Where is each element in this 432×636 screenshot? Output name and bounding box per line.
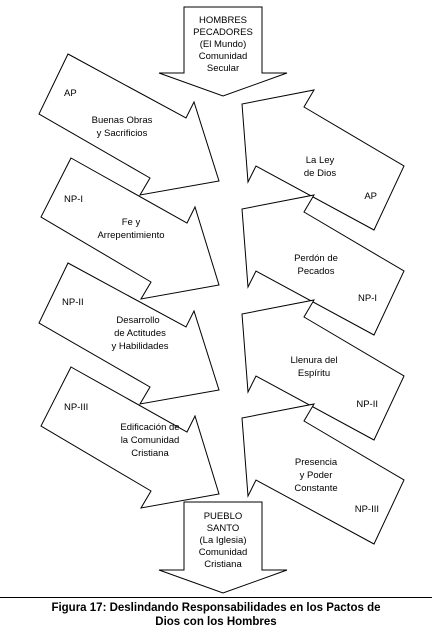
right-arrow-np1-shape: [241, 194, 405, 336]
right-arrow-ap-tag: AP: [364, 191, 377, 202]
right-arrow-np3-line-1: Presencia: [295, 457, 338, 468]
bottom-arrow-shape: [158, 501, 288, 594]
left-arrow-np3-line-3: Cristiana: [131, 448, 169, 459]
bottom-arrow-line-5: Cristiana: [204, 559, 242, 570]
right-arrow-np3-shape: [241, 403, 405, 545]
right-arrow-ap-line-2: de Dios: [304, 168, 336, 179]
left-arrow-ap-line-1: Buenas Obras: [92, 115, 153, 126]
left-arrow-ap-tag: AP: [64, 88, 77, 99]
left-arrow-np2-line-2: de Actitudes: [114, 328, 166, 339]
left-arrow-np2-tag: NP-II: [62, 297, 84, 308]
left-arrow-np1-tag: NP-I: [64, 194, 83, 205]
left-arrow-np1: NP-I Fe y Arrepentimiento: [40, 157, 220, 300]
caption-line-2: Dios con los Hombres: [155, 616, 277, 628]
left-arrow-np3-line-2: la Comunidad: [121, 435, 180, 446]
caption-divider: [0, 597, 432, 598]
left-arrow-np2-line-1: Desarrollo: [116, 315, 159, 326]
bottom-arrow-line-2: SANTO: [207, 523, 240, 534]
right-arrow-np2-shape: [241, 299, 405, 441]
top-arrow-line-3: (El Mundo): [200, 39, 246, 50]
right-arrow-ap: La Ley de Dios AP: [241, 89, 405, 231]
top-arrow-line-2: PECADORES: [193, 27, 253, 38]
left-arrow-np3-shape: [40, 366, 220, 509]
bottom-arrow-line-3: (La Iglesia): [200, 535, 247, 546]
left-arrow-np3-tag: NP-III: [64, 402, 88, 413]
right-arrow-np1-tag: NP-I: [358, 293, 377, 304]
right-arrow-np1-line-1: Perdón de: [294, 253, 338, 264]
right-arrow-np2-line-2: Espíritu: [298, 368, 330, 379]
right-arrow-np3-tag: NP-III: [355, 504, 379, 515]
left-arrow-np2: NP-II Desarrollo de Actitudes y Habilida…: [38, 262, 220, 405]
top-arrow-shape: [158, 6, 288, 97]
left-arrow-np1-line-2: Arrepentimiento: [97, 230, 164, 241]
right-arrow-np1: Perdón de Pecados NP-I: [241, 194, 405, 336]
left-arrow-ap-shape: [38, 53, 220, 196]
right-arrow-ap-line-1: La Ley: [306, 155, 335, 166]
top-arrow-line-1: HOMBRES: [199, 15, 247, 26]
left-arrow-np3-line-1: Edificación de: [120, 422, 179, 433]
left-arrow-np1-line-1: Fe y: [122, 217, 141, 228]
right-arrow-np2: Llenura del Espíritu NP-II: [241, 299, 405, 441]
right-arrow-np3: Presencia y Poder Constante NP-III: [241, 403, 405, 545]
left-arrow-ap: AP Buenas Obras y Sacrificios: [38, 53, 220, 196]
right-arrow-np2-tag: NP-II: [356, 399, 378, 410]
top-arrow-line-4: Comunidad: [199, 51, 248, 62]
figure-caption: Figura 17: Deslindando Responsabilidades…: [0, 601, 432, 629]
right-arrow-np2-line-1: Llenura del: [290, 355, 337, 366]
left-arrow-np2-line-3: y Habilidades: [111, 341, 168, 352]
top-arrow-line-5: Secular: [207, 63, 239, 74]
caption-line-1: Figura 17: Deslindando Responsabilidades…: [51, 602, 381, 614]
right-arrow-np3-line-2: y Poder: [300, 470, 333, 481]
left-arrow-ap-line-2: y Sacrificios: [97, 128, 148, 139]
left-arrow-np3: NP-III Edificación de la Comunidad Crist…: [40, 366, 220, 509]
bottom-arrow-line-1: PUEBLO: [204, 511, 243, 522]
left-arrow-np2-shape: [38, 262, 220, 405]
left-arrow-np1-shape: [40, 157, 220, 300]
right-arrow-ap-shape: [241, 89, 405, 231]
right-arrow-np3-line-3: Constante: [294, 483, 337, 494]
bottom-arrow-line-4: Comunidad: [199, 547, 248, 558]
top-arrow: HOMBRES PECADORES (El Mundo) Comunidad S…: [158, 6, 288, 97]
right-arrow-np1-line-2: Pecados: [298, 266, 335, 277]
bottom-arrow: PUEBLO SANTO (La Iglesia) Comunidad Cris…: [158, 501, 288, 594]
